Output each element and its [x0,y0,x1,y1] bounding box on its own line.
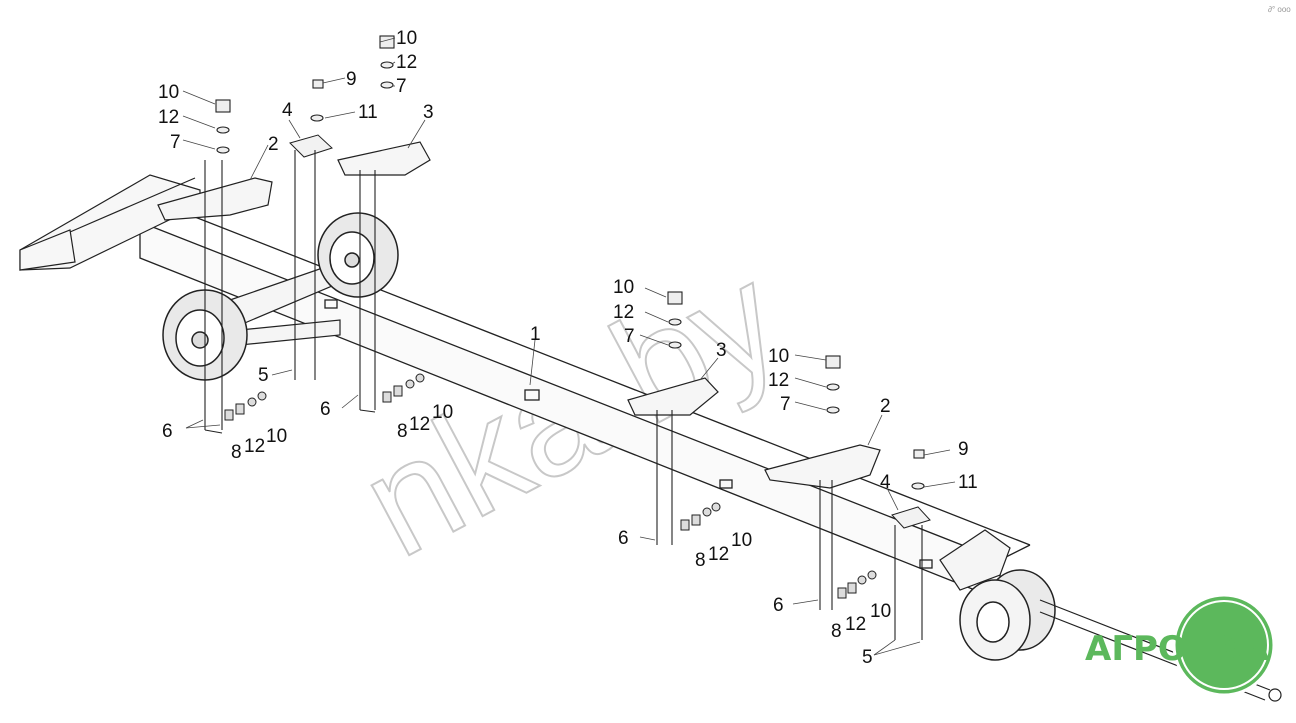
hitch-bracket [939,529,1011,591]
right-wheel [959,569,1056,661]
label-5-a: 5 [258,365,269,386]
part-labels: 10 12 7 2 10 12 7 9 4 11 3 5 6 8 12 10 6… [158,28,978,668]
plate-4-left [289,134,333,158]
label-10-b: 10 [396,28,417,49]
nut-washer-groups [224,373,877,599]
bracket-2-left [157,177,273,221]
label-12-g: 12 [708,544,729,565]
label-6-b: 6 [320,399,331,420]
label-8-d: 8 [831,621,842,642]
left-wheel-rear [317,212,399,298]
label-12-h: 12 [845,614,866,635]
label-6-a: 6 [162,421,173,442]
label-7-c: 7 [624,326,635,347]
main-beam [139,207,1031,601]
label-12-d: 12 [409,414,430,435]
label-10-h: 10 [870,601,891,622]
agronka-logo: АГРОНКА [1085,593,1276,697]
bracket-3-mid [627,377,719,416]
bracket-3-top [337,141,431,176]
label-12-a: 12 [158,107,179,128]
label-7-d: 7 [780,394,791,415]
label-12-f: 12 [768,370,789,391]
logo-text: АГРОНКА [1085,629,1270,669]
label-11-a: 11 [358,102,378,123]
leader-lines [182,37,956,656]
label-10-c: 10 [266,426,287,447]
label-10-d: 10 [432,402,453,423]
label-10-a: 10 [158,82,179,103]
label-11-b: 11 [958,472,978,493]
label-3-a: 3 [423,102,434,123]
label-10-e: 10 [613,277,634,298]
label-12-c: 12 [244,436,265,457]
label-2-b: 2 [880,396,891,417]
label-12-e: 12 [613,302,634,323]
label-3-b: 3 [716,340,727,361]
left-frame [19,174,201,271]
u-bolts [204,150,923,640]
label-8-c: 8 [695,550,706,571]
label-10-g: 10 [731,530,752,551]
label-10-f: 10 [768,346,789,367]
plate-4-right [891,506,931,529]
label-1: 1 [530,324,541,345]
label-2-a: 2 [268,134,279,155]
label-6-d: 6 [773,595,784,616]
label-9-a: 9 [346,69,357,90]
label-4-a: 4 [282,100,293,121]
label-5-b: 5 [862,647,873,668]
label-12-b: 12 [396,52,417,73]
left-wheel-front [162,289,248,381]
corner-mark: ∂° ooo [1268,5,1291,14]
label-8-b: 8 [397,421,408,442]
label-7-a: 7 [170,132,181,153]
label-4-b: 4 [880,472,891,493]
bracket-2-right [764,444,881,489]
label-9-b: 9 [958,439,969,460]
label-7-b: 7 [396,76,407,97]
label-8-a: 8 [231,442,242,463]
label-6-c: 6 [618,528,629,549]
